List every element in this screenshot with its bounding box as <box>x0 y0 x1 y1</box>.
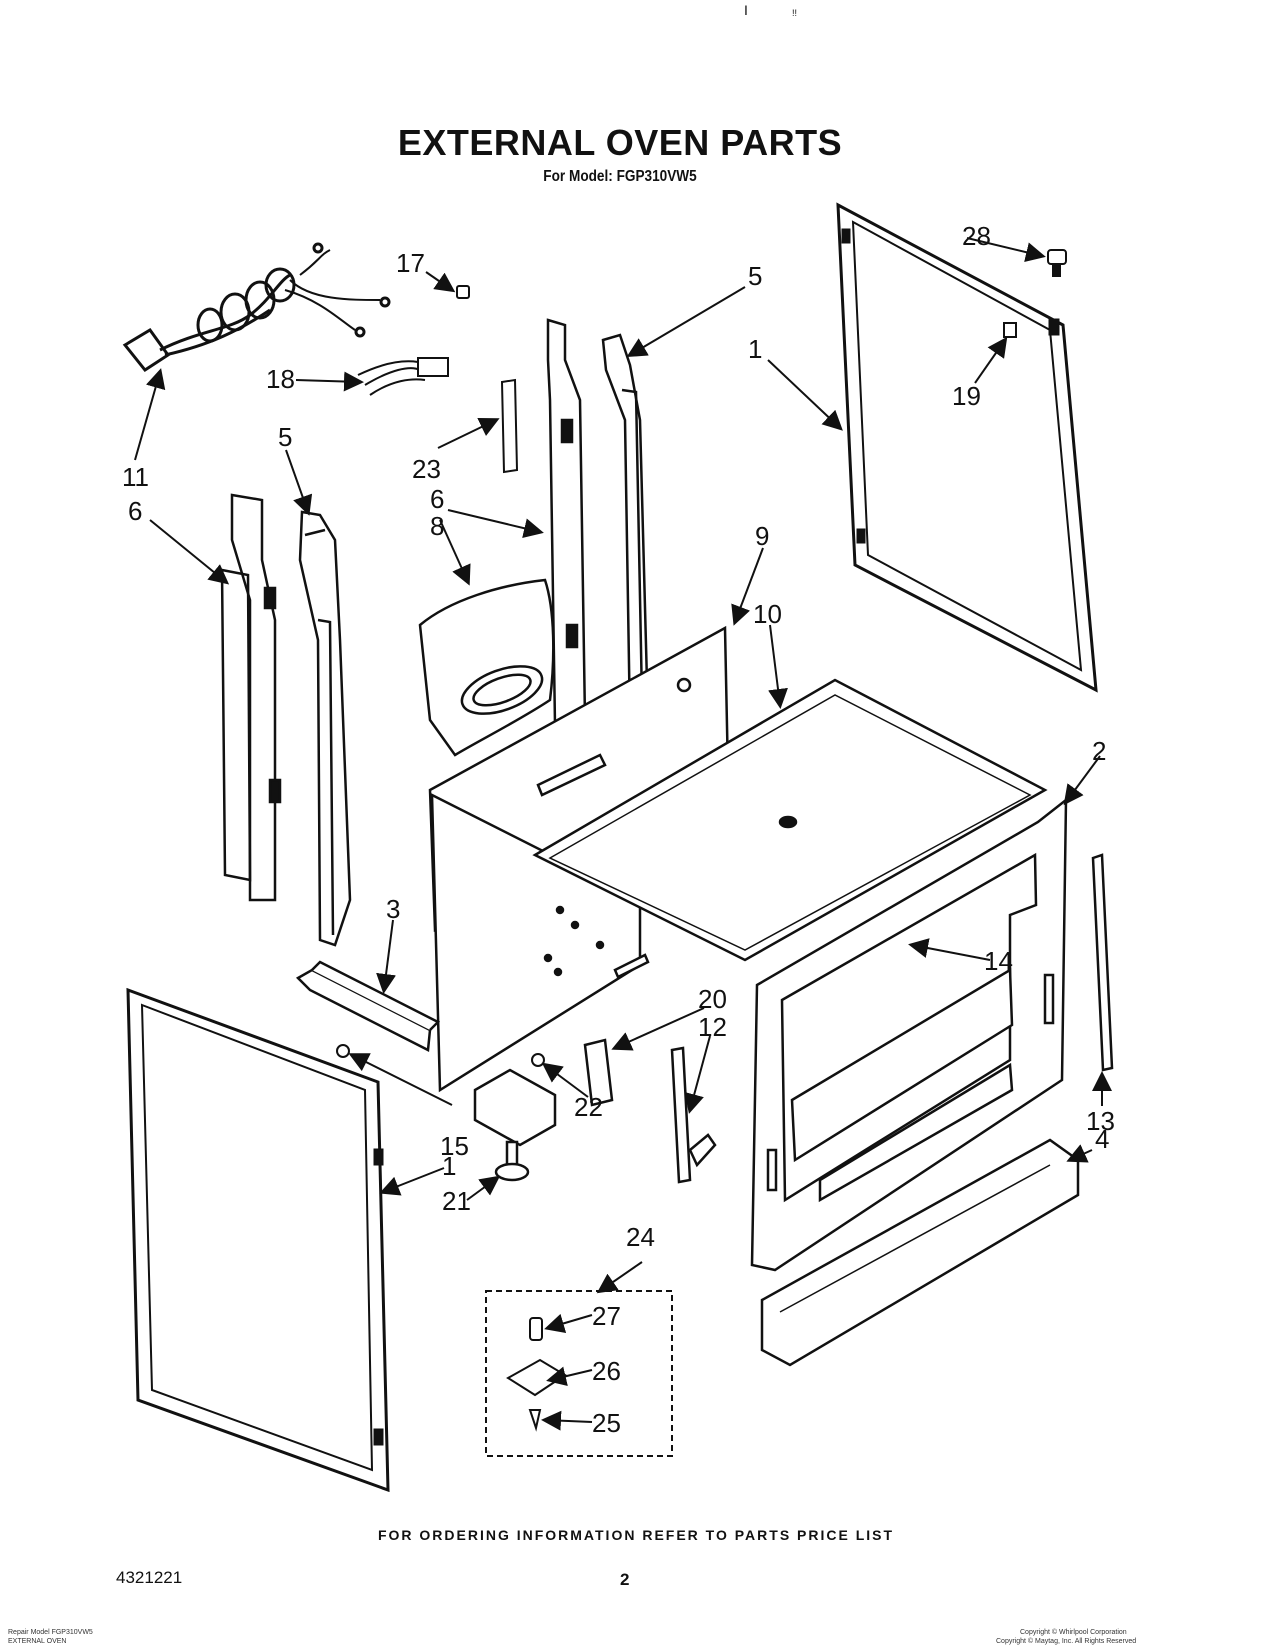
callout-labels: 1 1 2 3 4 5 5 6 6 8 9 10 11 12 13 14 15 … <box>122 221 1115 1438</box>
leg-bracket-part <box>473 1068 557 1147</box>
document-number: 4321221 <box>116 1568 183 1587</box>
callout-20: 20 <box>698 984 727 1014</box>
callout-25: 25 <box>592 1408 621 1438</box>
callout-1b: 1 <box>442 1151 456 1181</box>
wire-harness-part <box>357 357 449 396</box>
callout-14: 14 <box>984 946 1013 976</box>
side-channel-left-part-6 <box>220 493 282 902</box>
callout-2: 2 <box>1092 736 1106 766</box>
callout-1a: 1 <box>748 334 762 364</box>
leader-lines <box>134 237 1112 1431</box>
callout-21: 21 <box>442 1186 471 1216</box>
page-title: EXTERNAL OVEN PARTS <box>397 122 843 163</box>
callout-10: 10 <box>753 599 782 629</box>
kit-screw-part-25 <box>528 1409 542 1432</box>
front-frame-part-2 <box>750 797 1068 1272</box>
front-strip-part-3 <box>295 960 441 1052</box>
strip-part-23 <box>500 378 519 474</box>
rail-part-12 <box>670 1046 717 1184</box>
callout-24: 24 <box>626 1222 655 1252</box>
hardware-kit-box-part-24 <box>485 1290 673 1457</box>
top-panel-part-10 <box>532 678 1048 962</box>
trim-strip-part-13 <box>1091 853 1114 1072</box>
bracket-part-19 <box>1003 322 1017 338</box>
screw-part-28 <box>1047 249 1067 277</box>
clip-part-17 <box>456 285 470 299</box>
side-rail-left-part-5 <box>298 510 352 947</box>
copyright-line-2: Copyright © Maytag, Inc. All Rights Rese… <box>996 1638 1137 1645</box>
screw-part-22 <box>531 1053 545 1067</box>
stray-mark-2: !! <box>792 8 798 18</box>
kick-plate-part-4 <box>760 1138 1080 1367</box>
power-cord-part <box>122 242 391 373</box>
rear-panel-part <box>836 202 1098 693</box>
side-channel-right-part-6 <box>546 318 587 727</box>
callout-22a: 22 <box>574 1092 603 1122</box>
side-rail-right-part-5 <box>601 333 650 727</box>
callout-3: 3 <box>386 894 400 924</box>
ordering-info-note: FOR ORDERING INFORMATION REFER TO PARTS … <box>377 1527 895 1543</box>
callout-6a: 6 <box>128 496 142 526</box>
copyright-line-1: Copyright © Whirlpool Corporation <box>1020 1629 1127 1636</box>
callout-12: 12 <box>698 1012 727 1042</box>
model-subtitle: For Model: FGP310VW5 <box>543 168 697 185</box>
model-line-1: Repair Model FGP310VW5 <box>8 1629 93 1636</box>
callout-4: 4 <box>1095 1124 1109 1154</box>
model-line-2: EXTERNAL OVEN <box>8 1638 67 1645</box>
side-panel-part-1 <box>126 987 390 1493</box>
callout-13: 13 <box>1086 1106 1115 1136</box>
callout-19: 19 <box>952 381 981 411</box>
callout-18: 18 <box>266 364 295 394</box>
callout-27: 27 <box>592 1301 621 1331</box>
callout-9: 9 <box>755 521 769 551</box>
burner-box-part-8 <box>418 578 555 757</box>
kit-screw-part-27 <box>529 1317 543 1341</box>
callout-8: 8 <box>430 511 444 541</box>
callout-6b: 6 <box>430 484 444 514</box>
callout-23: 23 <box>412 454 441 484</box>
bracket-part-20 <box>583 1038 614 1107</box>
callout-28: 28 <box>962 221 991 251</box>
page-number: 2 <box>620 1570 630 1589</box>
callout-15: 15 <box>440 1131 469 1161</box>
leveling-leg-part-21 <box>494 1140 530 1182</box>
callout-17: 17 <box>396 248 425 278</box>
callout-5b: 5 <box>278 422 292 452</box>
callout-5a: 5 <box>748 261 762 291</box>
callout-26: 26 <box>592 1356 621 1386</box>
stray-mark-1: I <box>744 2 748 18</box>
screw-part-15 <box>336 1044 350 1058</box>
callout-11: 11 <box>122 462 149 492</box>
